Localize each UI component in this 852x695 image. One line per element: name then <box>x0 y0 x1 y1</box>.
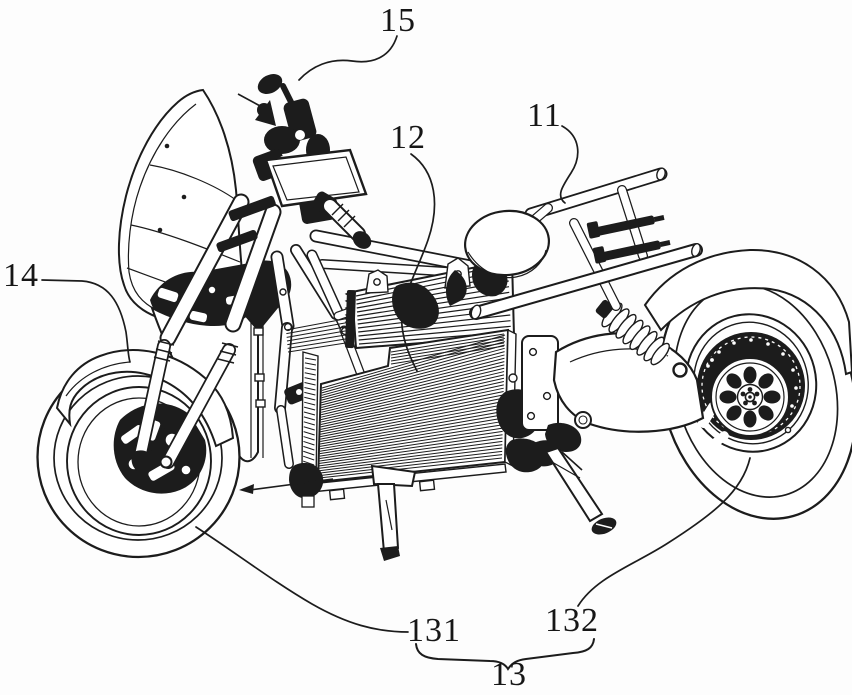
mirror <box>257 73 283 95</box>
leader-11 <box>559 125 579 204</box>
front-axle <box>159 455 173 469</box>
ref-label-12: 12 <box>390 119 426 156</box>
grip-end-cap <box>352 231 372 249</box>
seat-dampers <box>586 215 671 264</box>
leader-12 <box>401 153 436 372</box>
ref-label-15: 15 <box>380 2 416 39</box>
windshield-dot <box>157 227 163 233</box>
frame-trellis <box>270 229 477 469</box>
seat <box>463 209 551 279</box>
brake-lever <box>237 93 263 108</box>
wiring-harness <box>392 282 439 329</box>
radiator <box>285 317 518 508</box>
fork-slider-rings <box>153 340 239 364</box>
center-stand <box>370 464 417 561</box>
battery-fin-stack <box>344 257 516 350</box>
lower-triple-clamp <box>216 229 258 253</box>
ref-label-11: 11 <box>527 97 562 134</box>
side-stand <box>529 440 617 535</box>
windshield-dot <box>181 194 187 200</box>
rear-wheel <box>658 266 852 520</box>
brace-13 <box>415 638 595 671</box>
upper-triple-clamp <box>228 195 276 222</box>
radiator-mount-bracket <box>289 462 324 499</box>
stand-prop-rod <box>239 478 334 494</box>
ref-label-131: 131 <box>407 612 461 649</box>
leader-14 <box>41 279 131 363</box>
rear-shock <box>595 299 688 378</box>
leader-131 <box>195 526 409 633</box>
hub-motor-pulley <box>710 357 790 437</box>
shock-lower-eye <box>672 362 688 378</box>
disc-rivets <box>706 338 798 408</box>
ref-label-13: 13 <box>491 656 527 693</box>
leader-lines <box>41 35 751 671</box>
leader-132 <box>577 457 751 607</box>
front-fork <box>131 193 282 473</box>
ref-label-14: 14 <box>3 257 39 294</box>
throttle-grip <box>312 191 372 249</box>
windshield-dot <box>164 143 170 149</box>
front-fender <box>55 349 235 448</box>
rear-fender <box>643 248 852 376</box>
ref-label-132: 132 <box>545 602 599 639</box>
leader-15 <box>298 35 398 81</box>
